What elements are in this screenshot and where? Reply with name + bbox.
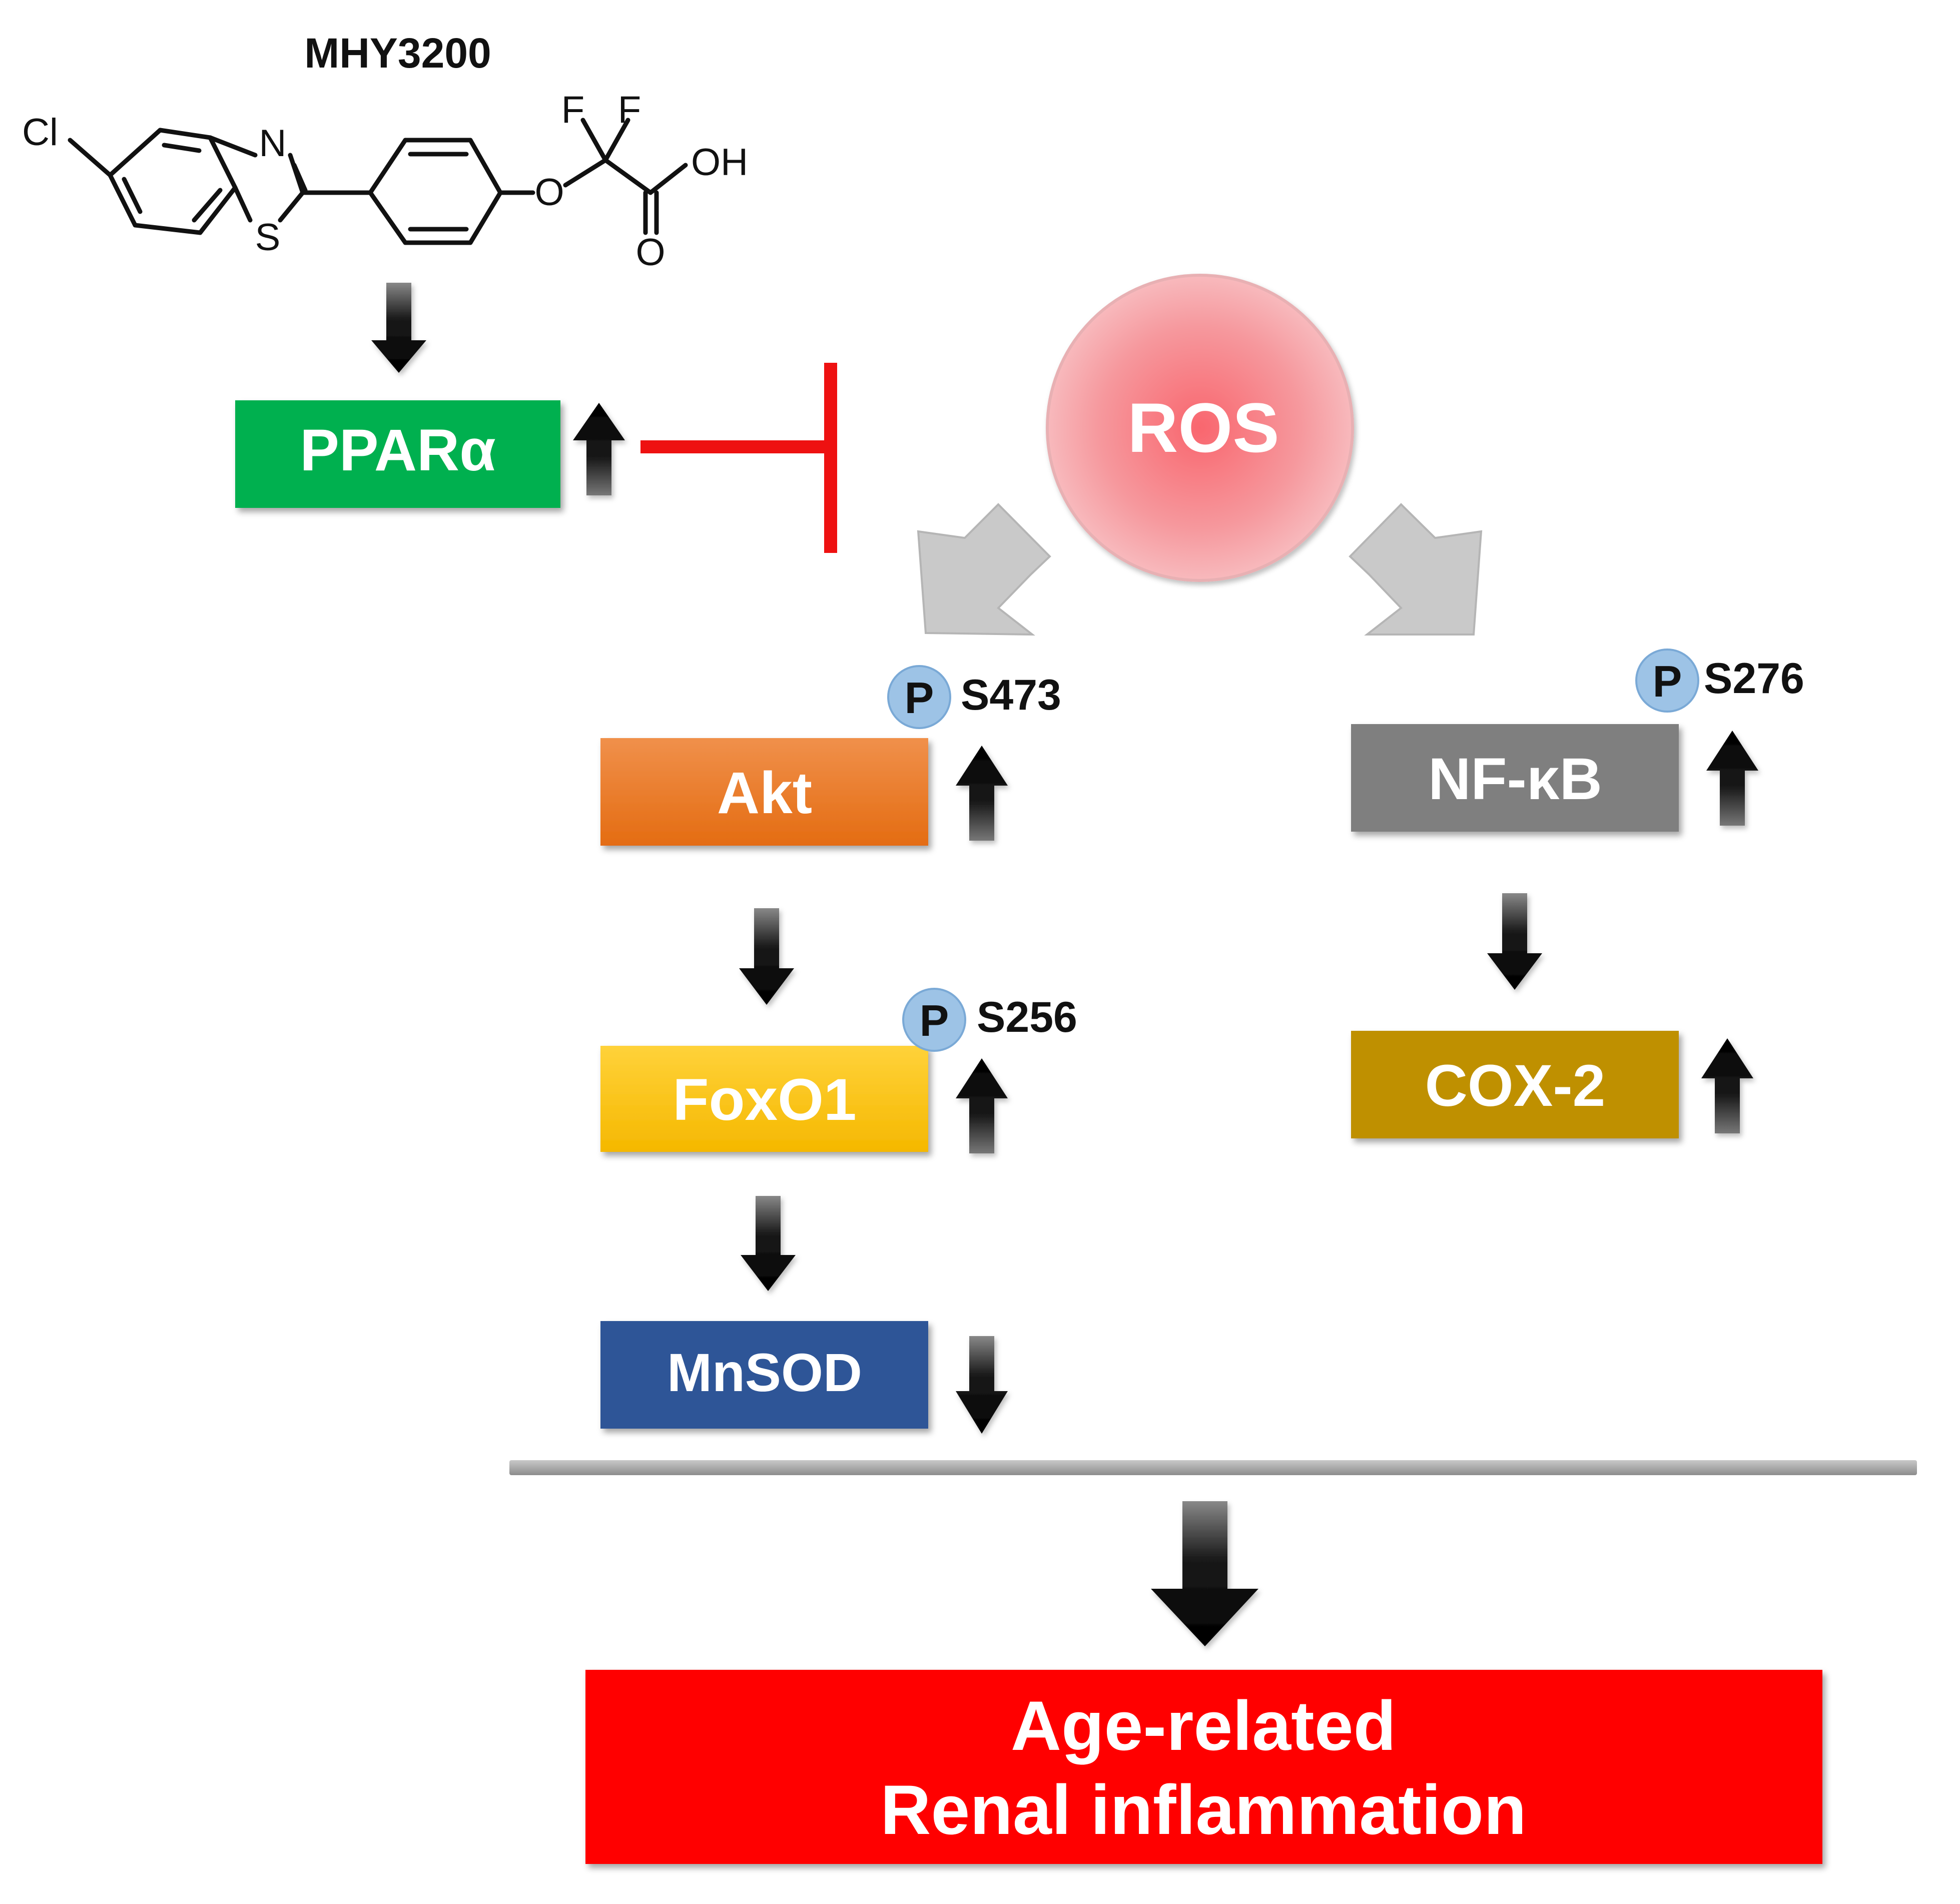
outcome-node: Age-related Renal inflammation bbox=[585, 1670, 1822, 1864]
nfkb-phospho-circle bbox=[1635, 649, 1699, 713]
ppar-label: PPARα bbox=[300, 417, 496, 483]
mnsod-box bbox=[600, 1321, 928, 1429]
inhibition-symbol bbox=[640, 363, 837, 553]
ppar-up-arrow bbox=[573, 403, 625, 495]
atom-n: N bbox=[259, 122, 287, 165]
mnsod-label: MnSOD bbox=[667, 1342, 862, 1403]
akt-phospho-site: S473 bbox=[961, 671, 1061, 719]
atom-f1: F bbox=[561, 89, 584, 131]
outcome-line-2: Renal inflammation bbox=[880, 1770, 1526, 1849]
structure-atoms: Cl N S F F O OH O bbox=[22, 89, 748, 274]
ppar-box bbox=[235, 400, 560, 508]
ros-circle bbox=[1046, 274, 1354, 582]
ros-arrow-right bbox=[1349, 503, 1483, 636]
outcome-line-1: Age-related bbox=[1011, 1686, 1396, 1765]
nfkb-box bbox=[1351, 724, 1679, 832]
divider-line bbox=[509, 1460, 1917, 1475]
nfkb-phospho-site: S276 bbox=[1704, 655, 1804, 703]
foxo1-phospho-symbol: P bbox=[920, 996, 949, 1045]
akt-phospho-circle bbox=[887, 665, 951, 729]
ros-label: ROS bbox=[1127, 388, 1279, 467]
mnsod-node: MnSOD bbox=[600, 1321, 1008, 1434]
compound-name: MHY3200 bbox=[304, 30, 491, 77]
nfkb-phospho-symbol: P bbox=[1653, 657, 1682, 706]
arrow-compound-to-ppar bbox=[371, 283, 426, 373]
arrow-to-outcome bbox=[1151, 1501, 1258, 1646]
atom-o-ether: O bbox=[534, 171, 564, 214]
foxo1-phospho-site: S256 bbox=[977, 993, 1077, 1041]
atom-oh: OH bbox=[691, 141, 748, 184]
foxo1-phospho-circle bbox=[902, 988, 966, 1052]
cox2-node: COX-2 bbox=[1351, 1031, 1753, 1138]
nfkb-up-arrow bbox=[1706, 731, 1758, 826]
arrow-nfkb-to-cox2 bbox=[1487, 893, 1542, 990]
outcome-box bbox=[585, 1670, 1822, 1864]
arrow-foxo1-to-mnsod bbox=[741, 1196, 796, 1291]
akt-phospho-symbol: P bbox=[905, 673, 934, 723]
atom-f2: F bbox=[618, 89, 641, 131]
akt-node: Akt P S473 bbox=[600, 665, 1061, 846]
ppar-node: PPARα bbox=[235, 400, 625, 508]
akt-label: Akt bbox=[717, 760, 812, 826]
akt-box bbox=[600, 738, 928, 846]
cox2-up-arrow bbox=[1701, 1038, 1753, 1133]
structure-bonds bbox=[68, 118, 688, 245]
ros-node: ROS bbox=[1046, 274, 1354, 582]
atom-o-carbonyl: O bbox=[635, 231, 665, 274]
akt-up-arrow bbox=[956, 746, 1008, 841]
nfkb-label: NF-κB bbox=[1428, 746, 1602, 812]
cox2-label: COX-2 bbox=[1425, 1053, 1606, 1119]
foxo1-up-arrow bbox=[956, 1058, 1008, 1153]
atom-cl: Cl bbox=[22, 111, 58, 154]
nfkb-node: NF-κB P S276 bbox=[1351, 649, 1804, 832]
foxo1-label: FoxO1 bbox=[673, 1067, 856, 1133]
cox2-box bbox=[1351, 1031, 1679, 1138]
foxo1-box bbox=[600, 1046, 928, 1152]
mhy3200-structure: MHY3200 bbox=[22, 30, 748, 274]
arrow-akt-to-foxo1 bbox=[739, 908, 794, 1005]
atom-s: S bbox=[255, 216, 281, 259]
mnsod-down-arrow bbox=[956, 1336, 1008, 1434]
foxo1-node: FoxO1 P S256 bbox=[600, 988, 1077, 1153]
ros-arrow-left bbox=[917, 503, 1051, 636]
